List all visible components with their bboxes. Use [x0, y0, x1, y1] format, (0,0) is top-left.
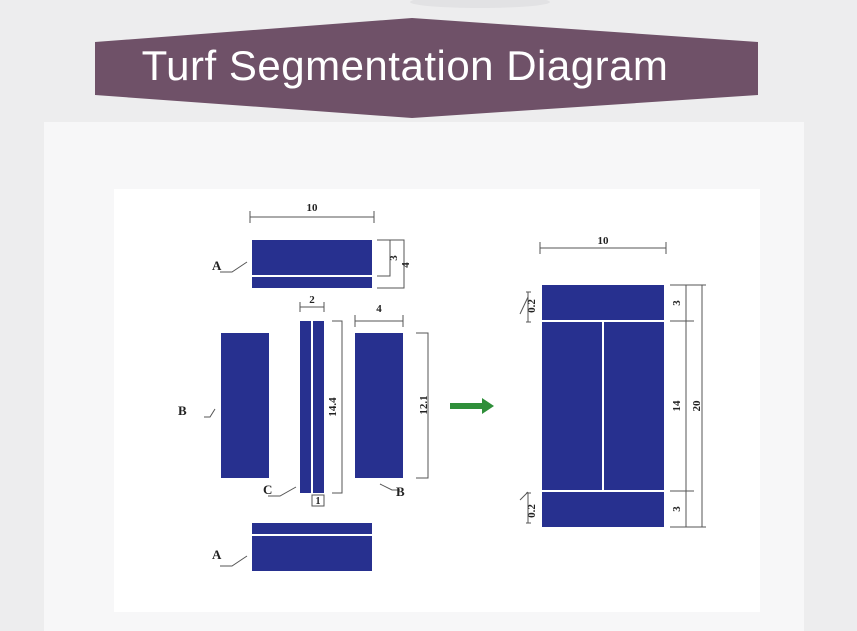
dim-result-top-band: 3 [671, 300, 683, 306]
diagram-panel: 10 3 4 2 4 14.4 12.1 1 10 0.2 0.2 3 14 2… [44, 122, 804, 631]
dimension-lines [204, 211, 706, 567]
piece-a-top [252, 240, 372, 288]
label-b-left: B [178, 403, 187, 418]
dim-result-bottom-seam: 0.2 [526, 504, 538, 518]
piece-b-left [221, 333, 269, 478]
piece-labels: A B C B A [178, 258, 405, 562]
banner-shape [95, 18, 758, 118]
piece-b-right [355, 333, 403, 478]
title-banner [95, 0, 758, 118]
label-c: C [263, 482, 272, 497]
dim-b-width: 4 [376, 303, 382, 315]
dim-a-outer: 4 [400, 262, 412, 268]
dim-result-middle: 14 [671, 400, 683, 412]
dim-top-width: 10 [307, 202, 319, 214]
dim-a-inner: 3 [388, 255, 400, 261]
dim-b-length: 12.1 [418, 395, 430, 414]
dim-result-width: 10 [598, 235, 610, 247]
dim-c-length: 14.4 [327, 397, 339, 417]
dimension-labels: 10 3 4 2 4 14.4 12.1 1 10 0.2 0.2 3 14 2… [307, 202, 704, 518]
label-b-right: B [396, 484, 405, 499]
seam-lines [252, 275, 664, 536]
dim-result-top-seam: 0.2 [526, 299, 538, 313]
segmentation-diagram: 10 3 4 2 4 14.4 12.1 1 10 0.2 0.2 3 14 2… [114, 189, 760, 612]
label-a-top: A [212, 258, 222, 273]
dim-result-bottom-band: 3 [671, 506, 683, 512]
page-title: Turf Segmentation Diagram [141, 42, 669, 89]
dim-result-total: 20 [691, 400, 703, 412]
dim-c-width: 2 [309, 294, 315, 306]
label-a-bottom: A [212, 547, 222, 562]
piece-a-bottom [252, 523, 372, 571]
transform-arrow [450, 398, 494, 414]
dim-c-seam: 1 [316, 496, 321, 507]
